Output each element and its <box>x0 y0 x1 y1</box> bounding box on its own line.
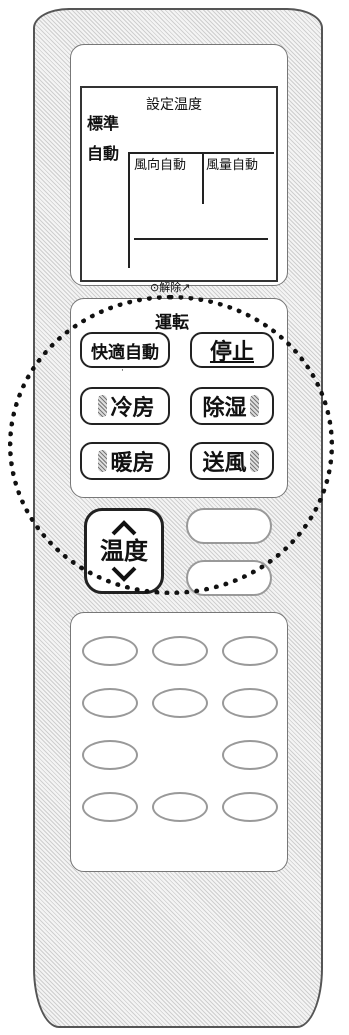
oval-button-r4-c3[interactable] <box>222 792 278 822</box>
oval-button-r4-c1[interactable] <box>82 792 138 822</box>
mode-standard-label: 標準 <box>87 114 120 133</box>
lcd-screen: 設定温度 標準 自動 風向自動 風量自動 <box>80 86 278 282</box>
oval-button-r2-c1[interactable] <box>82 688 138 718</box>
wind-box: 風向自動 風量自動 <box>128 152 274 268</box>
oval-button-r1-c1[interactable] <box>82 636 138 666</box>
oval-button-r4-c2[interactable] <box>152 792 208 822</box>
oval-button-r3-c1[interactable] <box>82 740 138 770</box>
cancel-label: ⊙解除↗ <box>150 281 191 294</box>
set-temperature-label: 設定温度 <box>146 97 202 113</box>
oval-button-r2-c2[interactable] <box>152 688 208 718</box>
wind-box-divider <box>202 152 204 204</box>
wind-direction-auto: 風向自動 <box>134 158 187 173</box>
oval-button-r1-c3[interactable] <box>222 636 278 666</box>
highlight-dotted-circle <box>8 295 334 595</box>
wind-volume-auto: 風量自動 <box>206 158 259 173</box>
oval-button-r1-c2[interactable] <box>152 636 208 666</box>
mode-auto-label: 自動 <box>87 144 120 163</box>
oval-button-r2-c3[interactable] <box>222 688 278 718</box>
wind-box-line <box>134 238 268 240</box>
oval-button-r3-c3[interactable] <box>222 740 278 770</box>
